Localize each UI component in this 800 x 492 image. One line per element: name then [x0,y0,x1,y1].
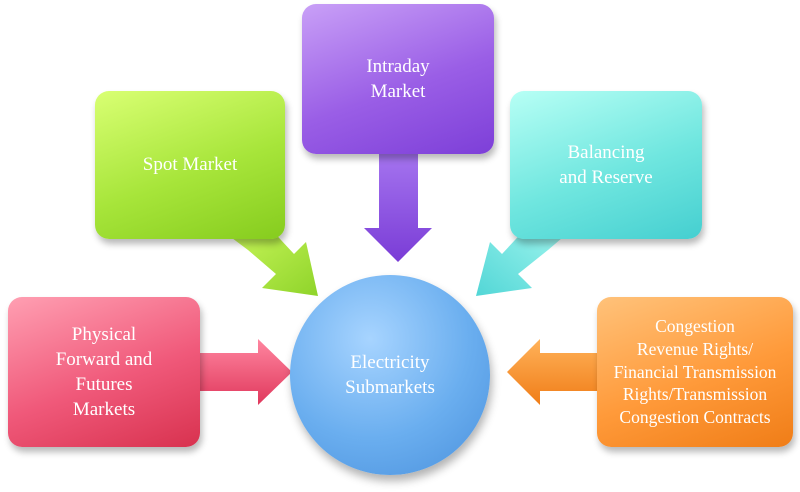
node-spot-market: Spot Market [95,91,285,239]
node-physical-label: Physical Forward and Futures Markets [55,323,153,421]
arrow-intraday [364,150,432,262]
node-intraday-label: Intraday Market [366,55,430,102]
node-congestion-rights: Congestion Revenue Rights/ Financial Tra… [597,297,793,447]
arrow-spot [232,226,318,296]
node-balancing-label: Balancing and Reserve [559,141,653,188]
node-balancing-reserve: Balancing and Reserve [510,91,702,239]
center-electricity-submarkets: Electricity Submarkets [290,275,490,475]
node-intraday-market: Intraday Market [302,4,494,154]
arrow-physical [198,339,292,405]
node-physical-forward-futures: Physical Forward and Futures Markets [8,297,200,447]
node-spot-label: Spot Market [142,154,238,176]
center-label: Electricity Submarkets [345,351,435,398]
arrow-congestion [507,339,598,405]
arrow-balancing [476,226,562,296]
node-congestion-label: Congestion Revenue Rights/ Financial Tra… [613,316,777,428]
